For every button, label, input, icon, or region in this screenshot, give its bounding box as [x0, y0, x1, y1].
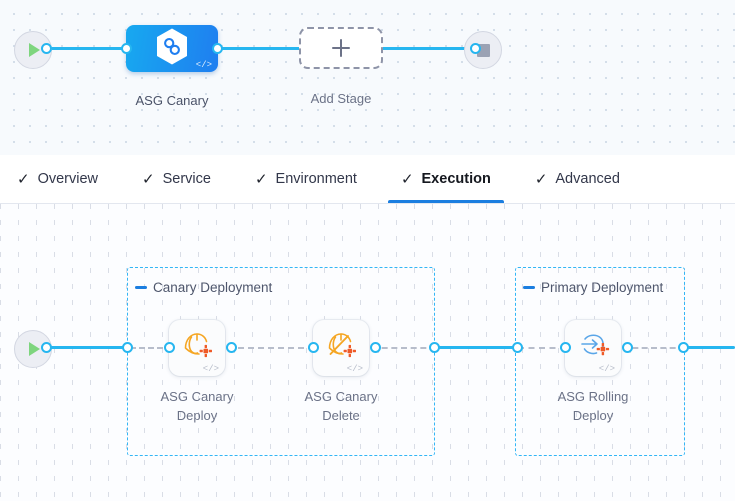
exec-port-group1-left[interactable] — [122, 342, 133, 353]
exec-port-delete-in[interactable] — [308, 342, 319, 353]
stage-config-tabs[interactable]: ✓ Overview ✓ Service ✓ Environment ✓ Exe… — [0, 155, 735, 204]
tab-service[interactable]: ✓ Service — [142, 155, 211, 203]
stage-connector-add-to-end — [378, 47, 476, 50]
plus-icon — [331, 38, 351, 58]
stage-end-port[interactable] — [470, 43, 481, 54]
tab-overview[interactable]: ✓ Overview — [17, 155, 98, 203]
collapse-dash-icon[interactable] — [523, 286, 535, 289]
check-icon: ✓ — [400, 170, 414, 188]
step-label-line1: ASG Canary — [304, 389, 378, 404]
exec-start-port[interactable] — [41, 342, 52, 353]
tab-advanced-label: Advanced — [555, 171, 620, 187]
stage-canary-out-port[interactable] — [212, 43, 223, 54]
check-icon: ✓ — [254, 170, 268, 188]
tab-environment-label: Environment — [275, 171, 357, 187]
exec-port-deploy-out[interactable] — [226, 342, 237, 353]
step-code-badge[interactable]: </> — [598, 364, 615, 374]
stage-connector-canary-to-add — [212, 47, 316, 50]
play-icon — [29, 43, 40, 57]
asg-canary-delete-icon — [321, 327, 361, 366]
step-node-asg-rolling-deploy[interactable]: </> — [565, 320, 621, 376]
tab-advanced[interactable]: ✓ Advanced — [535, 155, 620, 203]
tab-service-label: Service — [162, 171, 211, 187]
step-code-badge[interactable]: </> — [346, 364, 363, 374]
step-label-line1: ASG Rolling — [557, 389, 629, 404]
step-label-line2: Deploy — [176, 408, 218, 423]
step-label-asg-canary-deploy: ASG Canary Deploy — [137, 387, 257, 425]
add-stage-button[interactable] — [299, 27, 383, 69]
exec-connector-g1-out — [372, 347, 436, 349]
stage-canary-in-port[interactable] — [121, 43, 132, 54]
exec-port-rolling-out[interactable] — [622, 342, 633, 353]
stage-node-label: ASG Canary — [135, 93, 209, 108]
stage-start-port[interactable] — [41, 43, 52, 54]
step-node-asg-canary-deploy[interactable]: </> — [169, 320, 225, 376]
exec-connector-g1-in — [130, 347, 172, 349]
group-label-text: Canary Deployment — [153, 280, 273, 295]
exec-connector-start-to-group1 — [42, 346, 132, 349]
step-code-badge[interactable]: </> — [202, 364, 219, 374]
exec-connector-deploy-to-delete — [228, 347, 314, 349]
check-icon: ✓ — [142, 170, 155, 188]
asg-canary-stage-icon — [155, 27, 189, 70]
exec-port-rolling-in[interactable] — [560, 342, 571, 353]
tab-execution[interactable]: ✓ Execution — [387, 155, 504, 203]
exec-port-delete-out[interactable] — [370, 342, 381, 353]
tab-execution-label: Execution — [421, 171, 491, 187]
step-label-line1: ASG Canary — [160, 389, 234, 404]
check-icon: ✓ — [534, 170, 548, 188]
exec-connector-g2-in — [518, 347, 566, 349]
check-icon: ✓ — [17, 170, 30, 188]
asg-rolling-deploy-icon — [573, 327, 613, 366]
step-label-line2: Delete — [322, 408, 360, 423]
group-label-primary-deployment[interactable]: Primary Deployment — [523, 280, 663, 295]
step-group-primary-deployment[interactable] — [515, 267, 685, 456]
step-label-line2: Deploy — [572, 408, 614, 423]
exec-connector-g2-out — [623, 347, 685, 349]
step-group-canary-deployment[interactable] — [127, 267, 435, 456]
stage-node-asg-canary[interactable]: </> — [126, 25, 218, 72]
group-label-canary-deployment[interactable]: Canary Deployment — [135, 280, 272, 295]
step-label-asg-canary-delete: ASG Canary Delete — [281, 387, 401, 425]
exec-port-group2-right[interactable] — [678, 342, 689, 353]
collapse-dash-icon[interactable] — [135, 286, 147, 289]
exec-port-deploy-in[interactable] — [164, 342, 175, 353]
asg-canary-deploy-icon — [177, 327, 217, 366]
exec-port-group2-left[interactable] — [512, 342, 523, 353]
step-label-asg-rolling-deploy: ASG Rolling Deploy — [533, 387, 653, 425]
step-node-asg-canary-delete[interactable]: </> — [313, 320, 369, 376]
play-icon — [29, 342, 40, 356]
tab-overview-label: Overview — [37, 171, 99, 187]
exec-connector-tail — [680, 346, 735, 349]
exec-port-group1-right[interactable] — [429, 342, 440, 353]
stage-connector-start-to-canary — [42, 47, 134, 50]
stage-code-badge[interactable]: </> — [195, 60, 212, 70]
group-label-text: Primary Deployment — [541, 280, 664, 295]
stage-canvas[interactable]: </> ASG Canary Add Stage — [0, 0, 735, 155]
execution-canvas[interactable]: Canary Deployment Primary Deployment — [0, 204, 735, 501]
add-stage-label: Add Stage — [310, 91, 372, 106]
tab-environment[interactable]: ✓ Environment — [255, 155, 357, 203]
exec-connector-group1-to-group2 — [432, 346, 520, 349]
